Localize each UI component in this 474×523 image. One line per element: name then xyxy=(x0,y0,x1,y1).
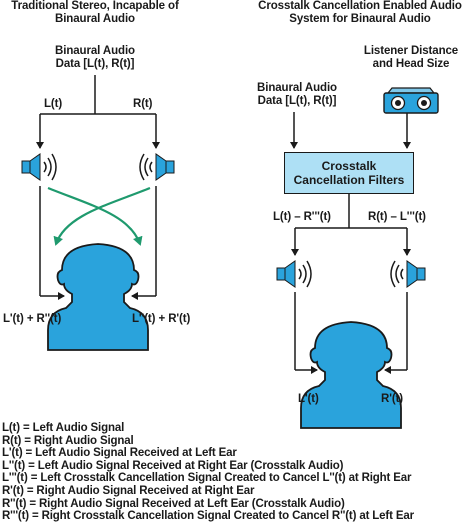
right-ear-label: L''(t) + R'(t) xyxy=(132,313,191,325)
right-source-label: Binaural Audio Data [L(t), R(t)] xyxy=(257,82,337,108)
right-speaker-icon xyxy=(139,153,175,181)
legend-item: L(t) = Left Audio Signal xyxy=(2,422,125,434)
legend-item: L'''(t) = Left Crosstalk Cancellation Si… xyxy=(2,472,412,485)
left-title-line2: Binaural Audio xyxy=(55,13,135,25)
legend-item: L''(t) = Left Audio Signal Received at R… xyxy=(2,459,344,472)
right-title: Crosstalk Cancellation Enabled Audio Sys… xyxy=(258,0,462,26)
left-source-label: Binaural Audio Data [L(t), R(t)] xyxy=(55,45,135,71)
crosstalk-filter-box: Crosstalk Cancellation Filters xyxy=(284,152,414,194)
legend-item: R'(t) = Right Audio Signal Received at R… xyxy=(2,484,255,497)
right-source-line2: Data [L(t), R(t)] xyxy=(257,95,337,107)
listener-line1: Listener Distance xyxy=(363,45,459,57)
legend-item: L'(t) = Left Audio Signal Received at Le… xyxy=(2,447,237,460)
filter-line2: Cancellation Filters xyxy=(293,173,405,187)
left-source-line2: Data [L(t), R(t)] xyxy=(55,58,135,70)
crosstalk-arrow-right-to-left xyxy=(53,186,151,246)
right-panel-left-speaker-icon xyxy=(276,260,312,288)
legend-item: R(t) = Right Audio Signal xyxy=(2,434,134,447)
left-wiring xyxy=(36,75,160,300)
left-source-line1: Binaural Audio xyxy=(55,45,135,57)
listener-line2: and Head Size xyxy=(372,58,450,70)
left-speaker-icon xyxy=(21,153,57,181)
right-panel-right-speaker-icon xyxy=(390,260,426,288)
legend-item: R'''(t) = Right Crosstalk Cancellation S… xyxy=(2,510,414,523)
left-channel-label: L(t) xyxy=(44,98,63,110)
right-wiring xyxy=(290,112,411,374)
right-panel-left-channel-label: L(t) – R'''(t) xyxy=(273,211,331,223)
right-source-line1: Binaural Audio xyxy=(257,82,337,94)
right-head-icon xyxy=(300,321,402,429)
filter-line1: Crosstalk xyxy=(321,159,377,173)
legend-item: R''(t) = Right Audio Signal Received at … xyxy=(2,497,345,510)
crosstalk-arrow-left-to-right xyxy=(47,186,143,246)
left-head-icon xyxy=(47,243,149,351)
right-panel-right-ear-label: R'(t) xyxy=(381,393,404,405)
right-channel-label: R(t) xyxy=(133,98,153,110)
listener-label: Listener Distance and Head Size xyxy=(364,45,458,71)
legend: L(t) = Left Audio Signal R(t) = Right Au… xyxy=(2,422,414,523)
left-ear-label: L'(t) + R''(t) xyxy=(3,313,62,325)
distance-sensor-icon xyxy=(383,87,439,114)
right-title-line2: System for Binaural Audio xyxy=(289,13,431,25)
left-title-line1: Traditional Stereo, Incapable of xyxy=(11,0,179,12)
right-title-line1: Crosstalk Cancellation Enabled Audio xyxy=(258,0,462,12)
right-panel-left-ear-label: L'(t) xyxy=(298,393,319,405)
right-panel-right-channel-label: R(t) – L'''(t) xyxy=(368,211,426,223)
left-title: Traditional Stereo, Incapable of Binaura… xyxy=(11,0,179,26)
